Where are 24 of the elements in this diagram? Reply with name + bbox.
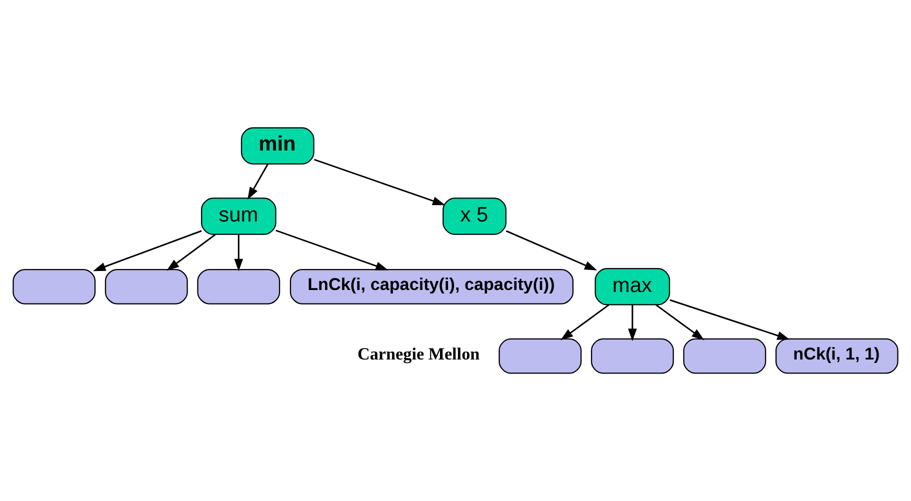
arrow [276,230,388,270]
node-box [104,268,188,304]
node-box [683,338,766,374]
node-box: nCk(i, 1, 1) [775,338,898,374]
arrow [314,158,446,206]
arrow [166,234,216,271]
arrow [506,230,598,270]
node-box: LnCk(i, capacity(i), capacity(i)) [290,268,574,304]
arrow [655,304,704,340]
node-box [197,268,280,304]
node-box: max [594,268,670,306]
arrow [93,230,202,272]
arrow [247,164,268,200]
node-box [590,338,674,374]
arrow [628,304,637,342]
arrow [234,234,244,272]
arrow [670,299,790,340]
node-box [12,268,96,304]
node-box: x 5 [442,198,506,235]
label: Carnegie Mellon [358,344,480,364]
node-box [498,338,582,374]
node-box: min [240,127,314,165]
arrow [560,304,610,340]
node-box: sum [200,198,276,235]
